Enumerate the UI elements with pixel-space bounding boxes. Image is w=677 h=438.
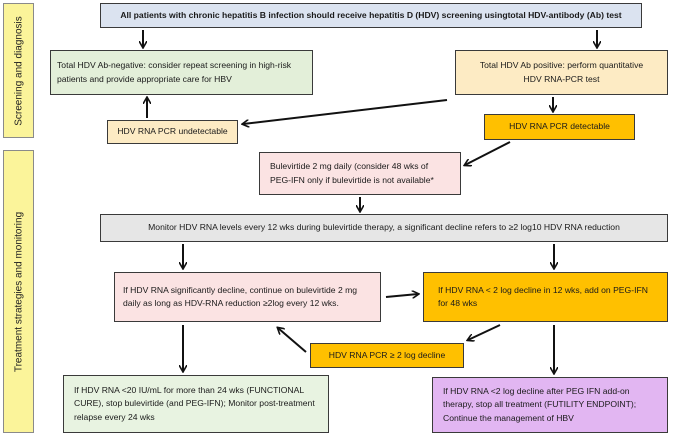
futility-node: If HDV RNA <2 log decline after PEG IFN … (432, 377, 668, 433)
significant-decline-node: If HDV RNA significantly decline, contin… (114, 272, 381, 322)
functional-cure-node: If HDV RNA <20 IU/mL for more than 24 wk… (63, 375, 329, 433)
screening-all-patients-node: All patients with chronic hepatitis B in… (100, 3, 642, 28)
arrow-less2log-to-pcr2log (468, 324, 501, 340)
arrow-ab-positive-to-undetectable (243, 99, 448, 124)
less-than-2log-node: If HDV RNA < 2 log decline in 12 wks, ad… (423, 272, 668, 322)
pcr-2log-decline-node: HDV RNA PCR ≥ 2 log decline (310, 343, 464, 368)
ab-negative-node: Total HDV Ab-negative: consider repeat s… (50, 50, 313, 95)
monitor-hdv-rna-node: Monitor HDV RNA levels every 12 wks duri… (100, 214, 668, 242)
arrow-detectable-to-bulevirtide (465, 141, 511, 165)
bulevirtide-node: Bulevirtide 2 mg daily (consider 48 wks … (259, 152, 461, 195)
arrow-pcr2log-to-significant (278, 328, 307, 353)
pcr-undetectable-node: HDV RNA PCR undetectable (107, 120, 238, 144)
screening-section-band: Screening and diagnosis (3, 3, 34, 138)
ab-positive-node: Total HDV Ab positive: perform quantitat… (455, 50, 668, 95)
treatment-section-band: Treatment strategies and monitoring (3, 150, 34, 433)
arrow-significant-to-less2log (385, 294, 418, 297)
pcr-detectable-node: HDV RNA PCR detectable (484, 114, 635, 140)
